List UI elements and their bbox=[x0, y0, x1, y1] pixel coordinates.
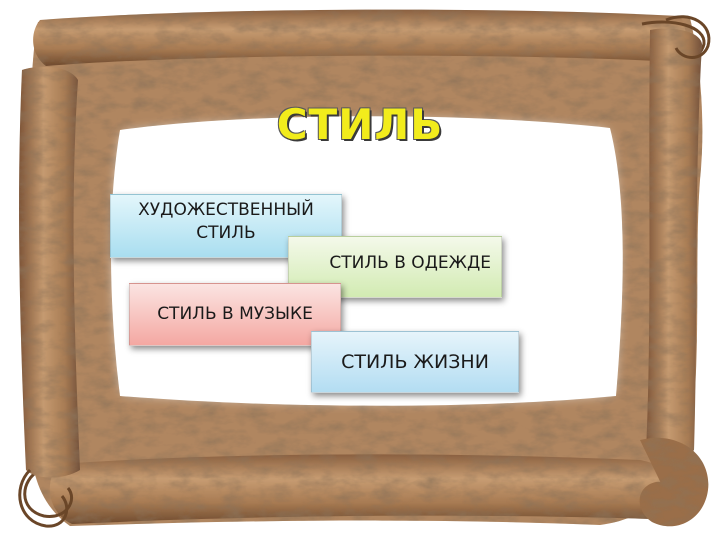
box-music-style-label: СТИЛЬ В МУЗЫКЕ bbox=[157, 304, 313, 324]
box-art-style-label: ХУДОЖЕСТВЕННЫЙ СТИЛЬ bbox=[138, 200, 314, 243]
right-roll-curl bbox=[665, 15, 711, 59]
box-lifestyle: СТИЛЬ ЖИЗНИ bbox=[311, 331, 519, 393]
box-lifestyle-label: СТИЛЬ ЖИЗНИ bbox=[341, 350, 489, 373]
box-music-style: СТИЛЬ В МУЗЫКЕ bbox=[129, 283, 341, 346]
right-roll bbox=[646, 28, 702, 460]
left-roll bbox=[19, 66, 80, 478]
top-roll bbox=[33, 9, 686, 67]
left-roll-curl bbox=[18, 468, 69, 528]
bottom-roll bbox=[49, 454, 690, 524]
page-title: СТИЛЬ bbox=[276, 100, 444, 149]
box-clothing-style-label: СТИЛЬ В ОДЕЖДЕ bbox=[329, 253, 491, 273]
bottom-right-curl bbox=[639, 437, 709, 527]
bottom-roll-curl bbox=[23, 468, 74, 518]
